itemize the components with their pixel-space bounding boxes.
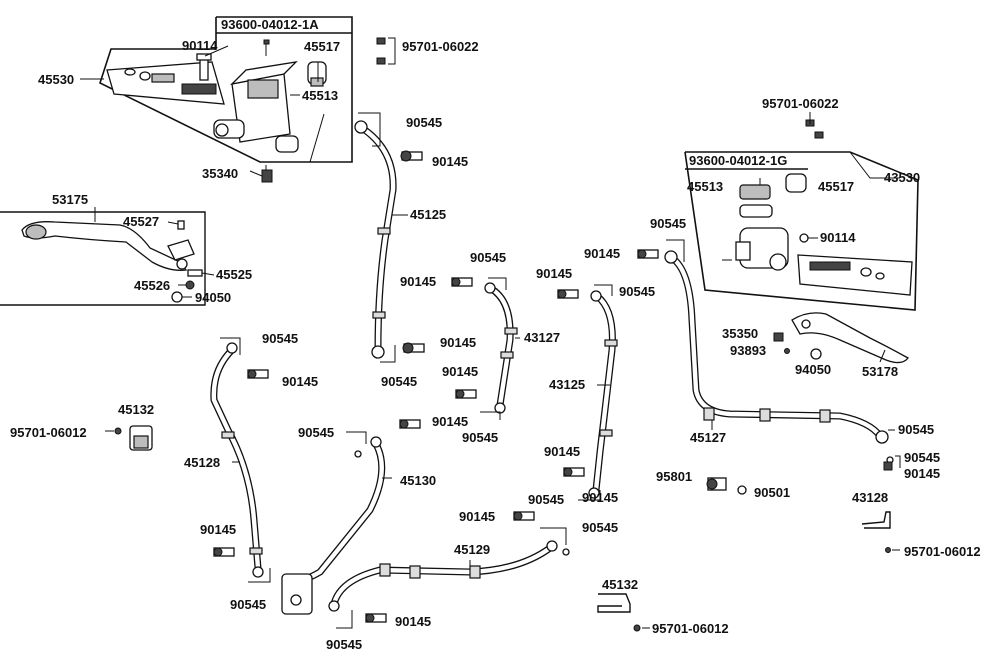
label-90145-c: 90145 (536, 266, 572, 281)
label-95801: 95801 (656, 469, 692, 484)
label-90501: 90501 (754, 485, 790, 500)
label-45130: 45130 (400, 473, 436, 488)
label-45517-right: 45517 (818, 179, 854, 194)
label-90145-f: 90145 (442, 364, 478, 379)
label-95701-06012-right: 95701-06012 (904, 544, 981, 559)
label-94050-right: 94050 (795, 362, 831, 377)
label-95701-06012-bottom: 95701-06012 (652, 621, 729, 636)
hose-45129 (328, 511, 570, 629)
label-93600-04012-1G: 93600-04012-1G (689, 153, 787, 168)
label-90545-i: 90545 (230, 597, 266, 612)
label-43127: 43127 (524, 330, 560, 345)
label-45125: 45125 (410, 207, 446, 222)
label-90145-l: 90145 (395, 614, 431, 629)
rear-master-cylinder-group (684, 151, 919, 311)
label-90545-n: 90545 (904, 450, 940, 465)
caliper-and-hose-45130 (281, 419, 421, 615)
label-45525: 45525 (216, 267, 252, 282)
label-45527: 45527 (123, 214, 159, 229)
screw-pair-top (376, 37, 396, 65)
label-90145-k: 90145 (459, 509, 495, 524)
front-master-cylinder-group (80, 16, 353, 172)
left-brake-lever-group (0, 207, 215, 306)
part-labels: 93600-04012-1A 90114 45517 95701-06022 4… (10, 17, 981, 652)
label-90145-e: 90145 (440, 335, 476, 350)
label-90145-d: 90145 (400, 274, 436, 289)
hose-43125 (557, 284, 618, 501)
label-45132-bottom: 45132 (602, 577, 638, 592)
hose-43127 (451, 277, 520, 420)
label-90545-f: 90545 (462, 430, 498, 445)
label-45530: 45530 (38, 72, 74, 87)
label-90145-i: 90145 (282, 374, 318, 389)
right-small-hardware (706, 455, 901, 553)
label-90545-d: 90545 (470, 250, 506, 265)
brake-light-switch-left (249, 169, 273, 183)
label-35340: 35340 (202, 166, 238, 181)
label-45129: 45129 (454, 542, 490, 557)
label-43125: 43125 (549, 377, 585, 392)
label-90545-g: 90545 (528, 492, 564, 507)
label-90545-k: 90545 (326, 637, 362, 652)
label-90145-n: 90145 (904, 466, 940, 481)
label-45526: 45526 (134, 278, 170, 293)
label-95701-06022-right: 95701-06022 (762, 96, 839, 111)
clamp-45132-bottom (597, 593, 650, 632)
label-45132-left: 45132 (118, 402, 154, 417)
label-45127: 45127 (690, 430, 726, 445)
label-90114-left: 90114 (182, 38, 218, 53)
label-95701-06022-top: 95701-06022 (402, 39, 479, 54)
label-90145-b: 90145 (584, 246, 620, 261)
label-90145-g: 90145 (432, 414, 468, 429)
label-90545-c: 90545 (619, 284, 655, 299)
label-35350: 35350 (722, 326, 758, 341)
label-90545-a: 90545 (406, 115, 442, 130)
label-90114-right: 90114 (820, 230, 856, 245)
label-90545-l: 90545 (298, 425, 334, 440)
label-43530: 43530 (884, 170, 920, 185)
hose-45128 (210, 337, 271, 583)
clamp-45132-left (105, 425, 153, 451)
label-90145-h: 90145 (544, 444, 580, 459)
hose-45125 (354, 112, 425, 363)
label-90145-a: 90145 (432, 154, 468, 169)
label-53178: 53178 (862, 364, 898, 379)
hose-45127 (637, 239, 895, 444)
label-90545-m: 90545 (898, 422, 934, 437)
label-45128: 45128 (184, 455, 220, 470)
label-93893: 93893 (730, 343, 766, 358)
label-90545-b: 90545 (650, 216, 686, 231)
screw-pair-right (805, 112, 824, 139)
label-43128: 43128 (852, 490, 888, 505)
label-95701-06012-left: 95701-06012 (10, 425, 87, 440)
label-45513-right: 45513 (687, 179, 723, 194)
label-90145-m: 90145 (582, 490, 618, 505)
label-45517-left: 45517 (304, 39, 340, 54)
label-90545-e: 90545 (381, 374, 417, 389)
label-53175: 53175 (52, 192, 88, 207)
label-90545-j: 90545 (582, 520, 618, 535)
right-brake-lever-group (773, 312, 909, 364)
label-90545-h: 90545 (262, 331, 298, 346)
label-90145-j: 90145 (200, 522, 236, 537)
label-45513-left: 45513 (302, 88, 338, 103)
label-94050-left: 94050 (195, 290, 231, 305)
label-93600-04012-1A: 93600-04012-1A (221, 17, 319, 32)
